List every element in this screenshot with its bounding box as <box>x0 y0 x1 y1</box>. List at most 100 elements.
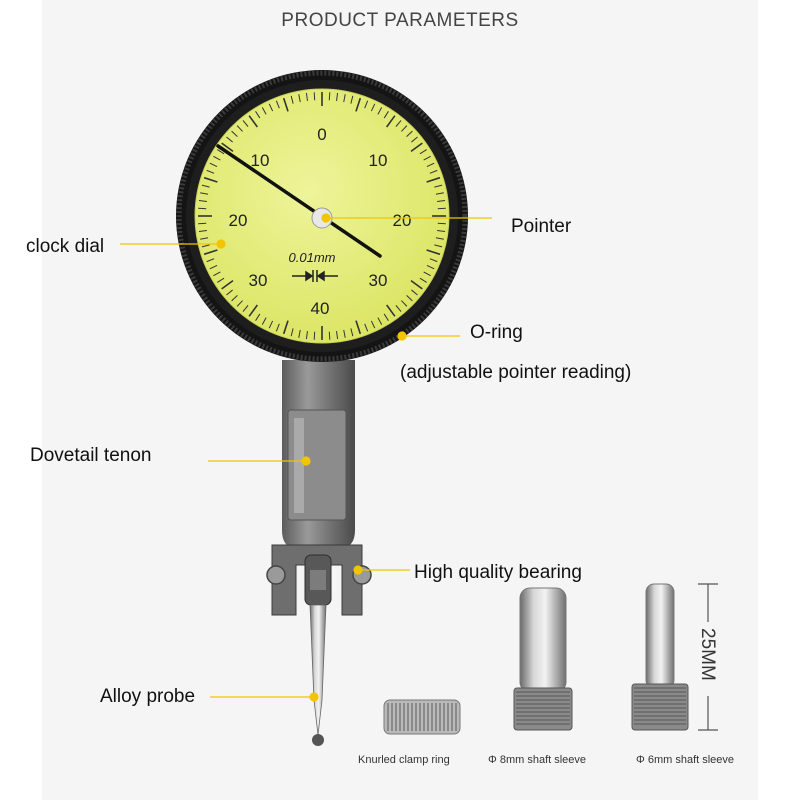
dial-tick <box>426 176 441 183</box>
caption-sleeve-8mm: Φ 8mm shaft sleeve <box>488 754 587 766</box>
dial-tick <box>377 107 383 115</box>
dial-tick <box>435 192 444 195</box>
dial-tick <box>437 230 446 233</box>
label-pointer: Pointer <box>511 216 572 237</box>
dial-tick <box>290 328 294 337</box>
dial-tick <box>395 305 402 312</box>
dial-tick <box>401 300 408 307</box>
dial-tick <box>426 264 435 270</box>
dial-tick <box>209 264 218 270</box>
dial-tick <box>198 230 207 233</box>
dial-tick <box>383 313 389 321</box>
dial-tick <box>305 331 308 340</box>
dial-tick <box>200 237 209 240</box>
dial-tick <box>231 295 238 302</box>
dial-tick <box>429 169 438 174</box>
dial-number-left-20: 20 <box>229 211 248 230</box>
label-alloy-probe: Alloy probe <box>100 686 196 707</box>
dial-tick <box>355 97 362 112</box>
caption-clamp-ring: Knurled clamp ring <box>358 754 450 766</box>
dial-tick <box>217 277 225 283</box>
dial-tick <box>255 111 261 119</box>
dial-tick <box>426 162 435 168</box>
dial-tick <box>429 258 438 263</box>
dial-tick <box>268 103 274 112</box>
dial-ticks <box>198 92 446 340</box>
dial-tick <box>203 176 218 183</box>
dial-tick <box>209 162 218 168</box>
dial-pointer <box>216 144 382 258</box>
dial-tick <box>203 249 218 256</box>
dial-tick <box>231 130 238 137</box>
dial-tick <box>236 125 243 132</box>
dial-tick <box>343 94 346 103</box>
dial-tick <box>226 136 233 143</box>
shaft-sleeve-8mm <box>513 587 573 731</box>
dial-tick <box>282 97 289 112</box>
dial-tick <box>410 142 423 152</box>
dial-tick <box>386 115 396 128</box>
dial-tick <box>355 320 362 335</box>
dial-tick <box>364 323 369 332</box>
dial-tick <box>261 107 267 115</box>
dial-tick <box>298 94 301 103</box>
dimension-label: 25MM <box>697 628 718 681</box>
label-o-ring: O-ring <box>470 322 523 343</box>
dial-number-right-10: 10 <box>369 151 388 170</box>
alloy-probe <box>309 604 327 736</box>
dial-tick <box>410 280 423 290</box>
label-o-ring-note: (adjustable pointer reading) <box>400 362 632 383</box>
dial-tick <box>206 169 215 174</box>
page-title: PRODUCT PARAMETERS <box>281 10 519 31</box>
dial-tick <box>198 222 207 225</box>
dial-tick <box>282 320 289 335</box>
label-bearing: High quality bearing <box>414 562 582 583</box>
dial-tick <box>261 317 267 325</box>
dial-tick <box>248 304 258 317</box>
leader-lines <box>120 213 492 702</box>
dial-tick <box>236 300 243 307</box>
dial-tick <box>248 115 258 128</box>
dial-number-left-10: 10 <box>251 151 270 170</box>
dial-tick <box>350 328 354 337</box>
dial-tick <box>401 125 408 132</box>
dial-tick <box>226 289 233 296</box>
dial-number-40: 40 <box>311 299 330 318</box>
dial-tick <box>200 192 209 195</box>
dial-tick <box>423 155 431 161</box>
label-clock-dial: clock dial <box>26 236 105 257</box>
dial-number-0: 0 <box>317 125 326 144</box>
dial-number-right-30: 30 <box>369 271 388 290</box>
dial-tick <box>213 155 221 161</box>
shaft-sleeve-6mm <box>631 583 689 731</box>
dial-tick <box>377 317 383 325</box>
caption-sleeve-6mm: Φ 6mm shaft sleeve <box>636 754 735 766</box>
dial-tick <box>217 149 225 155</box>
dial-tick <box>370 103 376 112</box>
dial-tick <box>411 289 418 296</box>
dial-tick <box>206 258 215 263</box>
probe-tip-ball <box>312 734 324 746</box>
dial-tick <box>242 305 249 312</box>
dial-number-right-20: 20 <box>393 211 412 230</box>
dial-tick <box>313 92 316 101</box>
dial-tick <box>336 331 339 340</box>
dial-tick <box>423 271 431 277</box>
dial-tick <box>255 313 261 321</box>
dial-tick <box>406 130 413 137</box>
resolution-arrows-icon <box>292 270 338 282</box>
dial-tick <box>213 271 221 277</box>
dial-tick <box>328 331 331 340</box>
dial-tick <box>221 142 234 152</box>
label-dovetail-tenon: Dovetail tenon <box>30 445 152 466</box>
dial-tick <box>201 244 210 248</box>
dial-tick <box>434 184 443 188</box>
dial-tick <box>198 199 207 202</box>
dial-tick <box>275 323 280 332</box>
bearing-screw-left <box>266 565 286 585</box>
dial-tick <box>437 222 446 225</box>
dial-tick <box>336 92 339 101</box>
dial-tick <box>298 329 301 338</box>
